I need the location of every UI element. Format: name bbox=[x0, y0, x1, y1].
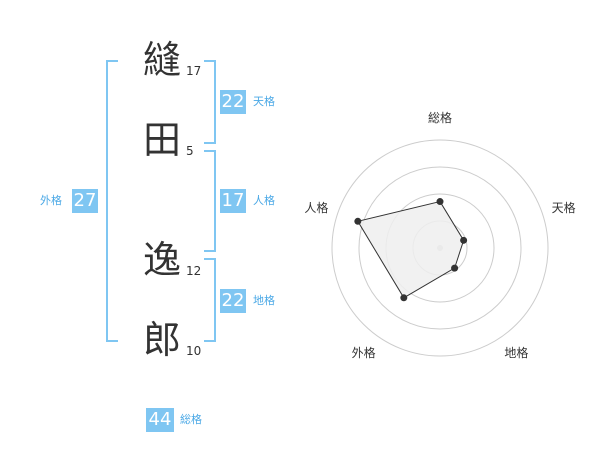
stroke-count-4: 10 bbox=[186, 344, 202, 358]
soukaku-value: 44 bbox=[146, 408, 174, 432]
name-char-2: 田 bbox=[142, 118, 181, 162]
radar-point bbox=[451, 264, 459, 272]
jinkaku-label: 人格 bbox=[253, 194, 275, 207]
jinkaku-value: 17 bbox=[220, 189, 246, 213]
chikaku-value: 22 bbox=[220, 289, 246, 313]
radar-ring bbox=[358, 166, 522, 330]
radar-point bbox=[400, 294, 408, 302]
name-char-1: 縫 bbox=[142, 38, 181, 82]
name-char-3: 逸 bbox=[142, 238, 181, 282]
radar-area bbox=[357, 200, 465, 299]
gaikaku-bracket bbox=[106, 60, 118, 342]
radar-axis-label: 地格 bbox=[504, 345, 528, 360]
soukaku-label: 総格 bbox=[180, 413, 202, 426]
radar-axis-label: 天格 bbox=[552, 200, 576, 215]
radar-point bbox=[460, 236, 468, 244]
gaikaku-label: 外格 bbox=[40, 194, 62, 207]
tenkaku-bracket bbox=[204, 60, 216, 144]
radar-axis-label: 総格 bbox=[428, 110, 452, 125]
tenkaku-label: 天格 bbox=[253, 95, 275, 108]
radar-point bbox=[354, 217, 362, 225]
stroke-count-1: 17 bbox=[186, 64, 202, 78]
radar-points bbox=[354, 198, 468, 302]
radar-axis-label: 人格 bbox=[304, 200, 328, 215]
stroke-count-3: 12 bbox=[186, 264, 202, 278]
tenkaku-value: 22 bbox=[220, 90, 246, 114]
radar-ring bbox=[331, 139, 549, 357]
gaikaku-value: 27 bbox=[72, 189, 98, 213]
radar-axis-label: 外格 bbox=[352, 345, 376, 360]
jinkaku-bracket bbox=[204, 150, 216, 252]
radar-point bbox=[436, 198, 444, 206]
chikaku-bracket bbox=[204, 258, 216, 342]
stroke-count-2: 5 bbox=[186, 144, 194, 158]
name-char-4: 郎 bbox=[142, 318, 181, 362]
chikaku-label: 地格 bbox=[253, 294, 275, 307]
